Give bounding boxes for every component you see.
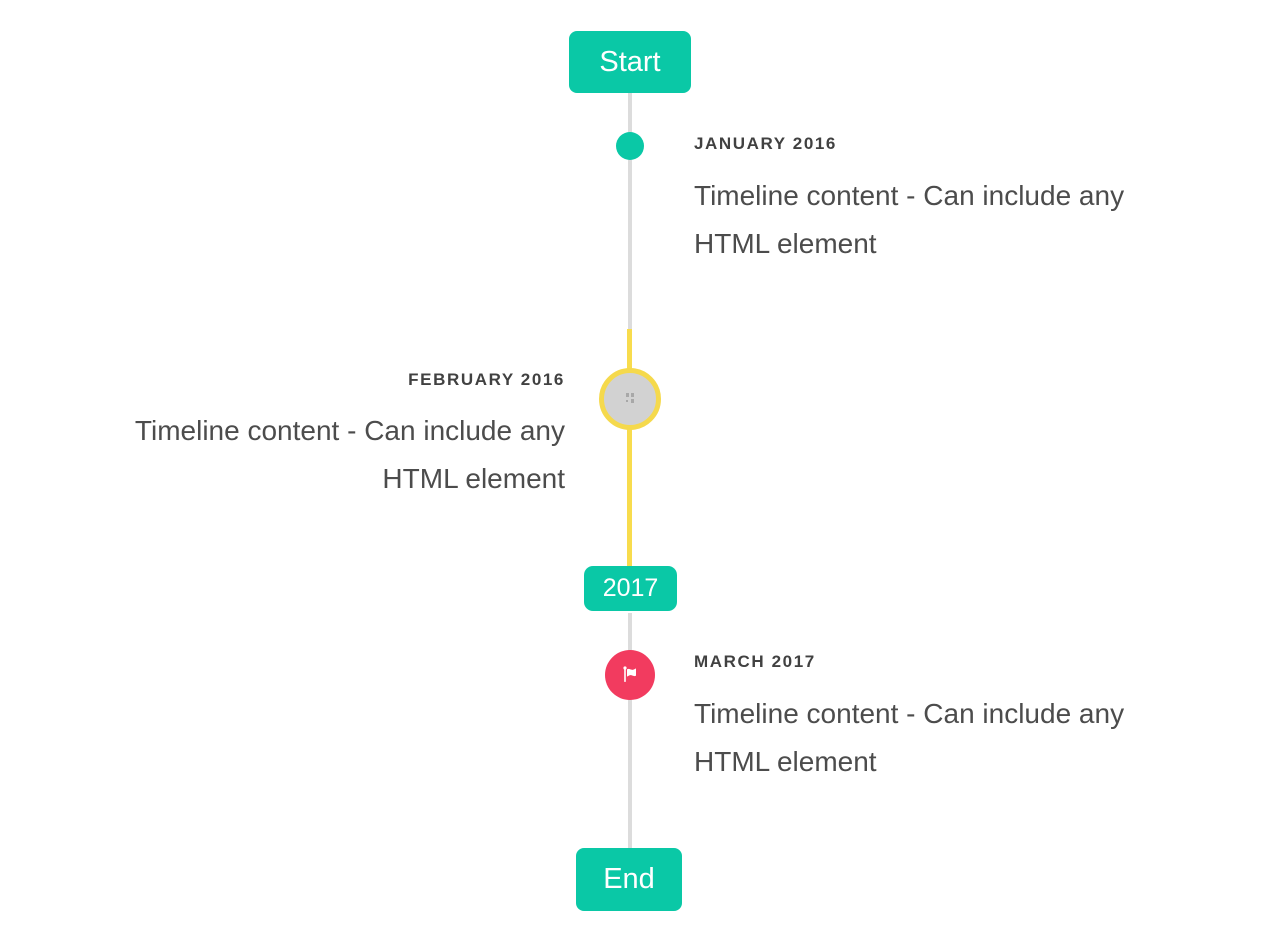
timeline-line-highlighted	[627, 329, 632, 566]
entry-content-march-2017: Timeline content - Can include any HTML …	[694, 690, 1124, 786]
marker-image-february[interactable]	[599, 368, 661, 430]
entry-title-january-2016: JANUARY 2016	[694, 134, 837, 153]
timeline-line-top	[628, 93, 632, 329]
entry-content-line: HTML element	[694, 228, 877, 259]
marker-flag-march[interactable]	[605, 650, 655, 700]
marker-dot-january[interactable]	[616, 132, 644, 160]
entry-content-line: HTML element	[382, 463, 565, 494]
entry-content-february-2016: Timeline content - Can include any HTML …	[5, 407, 565, 503]
entry-content-line: Timeline content - Can include any	[694, 180, 1125, 211]
entry-content-line: HTML element	[694, 746, 877, 777]
flag-icon	[618, 663, 642, 687]
timeline-line-bottom	[628, 613, 632, 848]
end-button[interactable]: End	[576, 848, 682, 911]
broken-image-icon	[622, 392, 638, 406]
entry-content-january-2016: Timeline content - Can include any HTML …	[694, 172, 1124, 268]
entry-content-line: Timeline content - Can include any	[694, 698, 1125, 729]
entry-title-march-2017: MARCH 2017	[694, 652, 816, 671]
year-badge-2017[interactable]: 2017	[584, 566, 677, 611]
entry-title-february-2016: FEBRUARY 2016	[408, 370, 565, 389]
start-button[interactable]: Start	[569, 31, 691, 93]
entry-content-line: Timeline content - Can include any	[134, 415, 565, 446]
